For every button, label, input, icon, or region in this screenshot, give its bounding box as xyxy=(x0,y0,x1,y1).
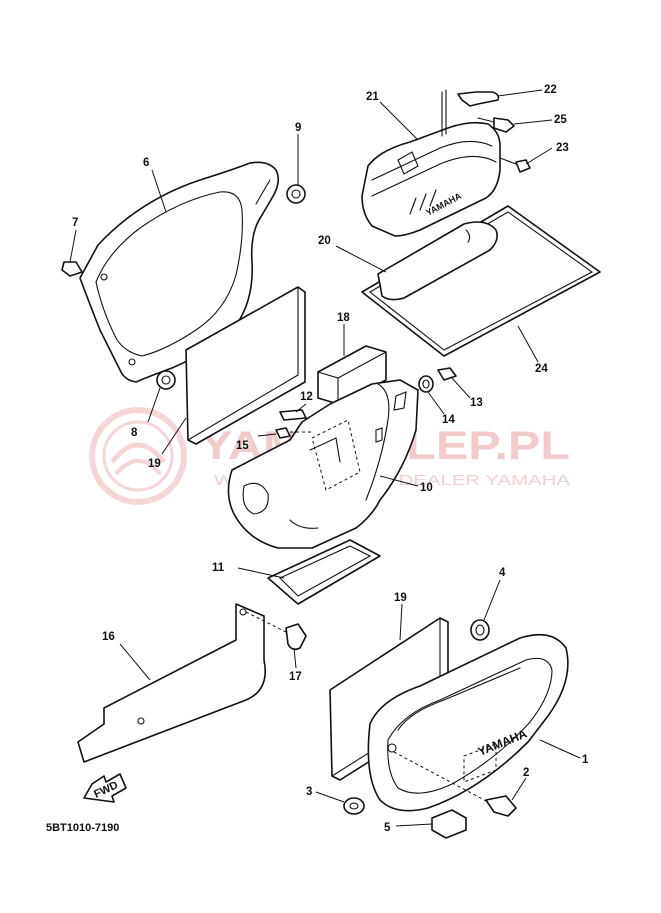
callout-13: 13 xyxy=(470,397,483,409)
callout-9: 9 xyxy=(295,122,301,134)
screw-15 xyxy=(275,427,312,439)
clip-5 xyxy=(431,809,467,839)
pad-20 xyxy=(377,221,498,301)
callout-21: 21 xyxy=(366,91,379,103)
grommet-9 xyxy=(286,184,306,204)
callout-25: 25 xyxy=(554,114,567,126)
callout-17: 17 xyxy=(289,671,302,683)
bolt-2 xyxy=(393,751,517,817)
callout-5: 5 xyxy=(384,822,391,834)
callout-12: 12 xyxy=(300,391,313,403)
damper-14 xyxy=(418,375,434,393)
callout-4: 4 xyxy=(499,567,506,579)
callout-7: 7 xyxy=(72,217,78,229)
leader-lines xyxy=(69,89,581,827)
air-filter-case xyxy=(227,379,419,549)
callout-11: 11 xyxy=(212,562,225,574)
bracket-plate-16 xyxy=(77,603,266,763)
bolt-25 xyxy=(477,117,515,133)
tool-box: YAMAHA xyxy=(361,121,501,237)
callout-19-upper: 19 xyxy=(148,458,161,470)
callout-6: 6 xyxy=(143,157,149,169)
callout-20: 20 xyxy=(318,235,331,247)
grommet-8 xyxy=(156,370,176,390)
callout-18: 18 xyxy=(337,312,350,324)
watermark-logo xyxy=(89,407,187,505)
plate-11 xyxy=(267,539,381,605)
callout-3: 3 xyxy=(306,786,312,798)
screw-13 xyxy=(437,367,457,381)
sponge-18 xyxy=(317,345,387,405)
callout-2: 2 xyxy=(523,767,529,779)
side-cover-right: YAMAHA xyxy=(367,633,569,812)
callout-15: 15 xyxy=(236,440,249,452)
filter-pad-upper xyxy=(185,286,306,445)
callout-16: 16 xyxy=(102,631,115,643)
callout-23: 23 xyxy=(556,142,569,154)
callout-22: 22 xyxy=(544,84,557,96)
clip-12 xyxy=(279,409,307,421)
callout-8: 8 xyxy=(131,427,138,439)
forward-arrow-icon: FWD xyxy=(83,773,127,803)
grommet-4 xyxy=(470,619,490,641)
callout-24: 24 xyxy=(535,363,548,375)
callout-14: 14 xyxy=(442,414,455,426)
screw-7 xyxy=(61,261,83,277)
screw-23 xyxy=(499,157,531,173)
callouts: 1 2 3 4 5 6 7 8 9 10 11 12 13 14 15 16 1… xyxy=(72,84,589,834)
drawing-code: 5BT1010-7190 xyxy=(46,822,119,834)
callout-19-lower: 19 xyxy=(394,592,407,604)
grommet-3 xyxy=(343,797,365,815)
callout-1: 1 xyxy=(582,754,589,766)
callout-10: 10 xyxy=(420,482,433,494)
